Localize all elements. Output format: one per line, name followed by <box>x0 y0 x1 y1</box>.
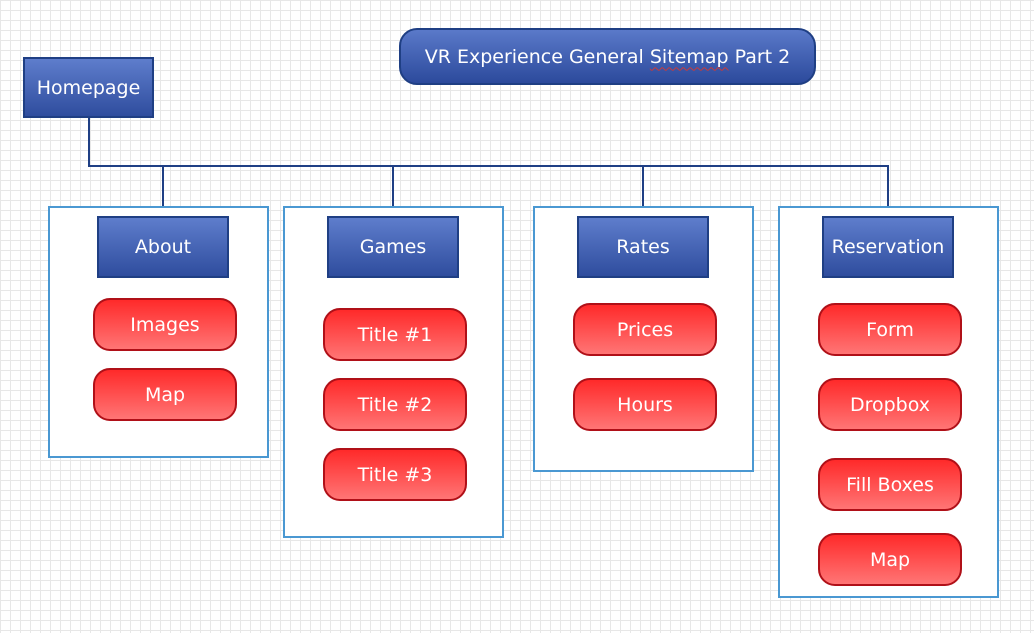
rates-page-hours[interactable]: Hours <box>573 378 717 431</box>
reservation-node[interactable]: Reservation <box>822 216 954 278</box>
games-page-title-1[interactable]: Title #1 <box>323 308 467 361</box>
rates-page-prices[interactable]: Prices <box>573 303 717 356</box>
rates-node[interactable]: Rates <box>577 216 709 278</box>
sitemap-title: VR Experience General Sitemap Part 2 <box>399 28 816 85</box>
reservation-page-form[interactable]: Form <box>818 303 962 356</box>
reservation-page-fill-boxes[interactable]: Fill Boxes <box>818 458 962 511</box>
homepage-node[interactable]: Homepage <box>23 57 154 118</box>
title-sitemap-word: Sitemap <box>649 45 729 68</box>
title-suffix: Part 2 <box>728 45 791 68</box>
games-page-title-3[interactable]: Title #3 <box>323 448 467 501</box>
title-prefix: VR Experience General <box>424 45 650 68</box>
about-page-map[interactable]: Map <box>93 368 237 421</box>
reservation-page-map[interactable]: Map <box>818 533 962 586</box>
about-page-images[interactable]: Images <box>93 298 237 351</box>
about-node[interactable]: About <box>97 216 229 278</box>
reservation-page-dropbox[interactable]: Dropbox <box>818 378 962 431</box>
games-node[interactable]: Games <box>327 216 459 278</box>
games-page-title-2[interactable]: Title #2 <box>323 378 467 431</box>
